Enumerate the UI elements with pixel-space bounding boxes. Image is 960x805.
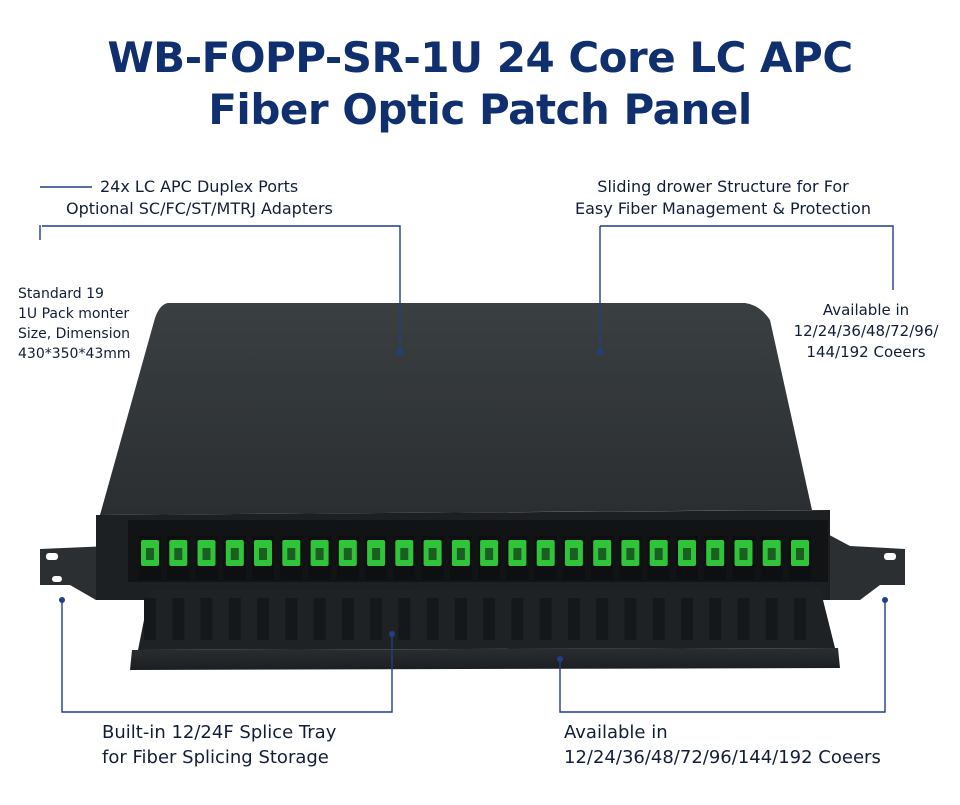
callout-available-bottom-line-2: 12/24/36/48/72/96/144/192 Coeers (564, 747, 881, 768)
callout-splice-line-2: for Fiber Splicing Storage (102, 747, 329, 768)
leader-dot-left (59, 597, 65, 603)
splice-tray-rib (144, 598, 156, 640)
adapter-port-hole (767, 548, 776, 560)
splice-tray-rib (228, 598, 241, 640)
top-cover (100, 303, 812, 515)
callout-drawer: Sliding drower Structure for For Easy Fi… (548, 176, 898, 220)
splice-tray-rib (737, 598, 750, 640)
splice-tray-front (130, 648, 840, 670)
callout-size-line-4: 430*350*43mm (18, 346, 131, 362)
callout-available-right-line-1: Available in (822, 301, 910, 319)
callout-ports: 24x LC APC Duplex Ports (100, 176, 298, 198)
adapter-port-hole (174, 548, 183, 560)
adapter-port-hole (485, 548, 494, 560)
splice-tray-rib (624, 598, 637, 640)
splice-tray-rib (511, 598, 524, 640)
splice-tray-rib (398, 598, 411, 640)
adapter-port-hole (541, 548, 550, 560)
adapter-port-hole (711, 548, 720, 560)
adapter-port-hole (626, 548, 635, 560)
adapter-port-hole (287, 548, 296, 560)
adapter-port-hole (428, 548, 437, 560)
adapter-port-hole (598, 548, 607, 560)
adapter-port-hole (259, 548, 267, 560)
splice-tray-rib (709, 598, 722, 640)
callout-ports-line-2: Optional SC/FC/ST/MTRJ Adapters (66, 199, 333, 218)
leader-dot-splice (389, 631, 395, 637)
leader-splice (61, 600, 393, 713)
adapter-port-hole (456, 548, 465, 560)
splice-tray-ribs (144, 598, 806, 640)
splice-tray-rib (567, 598, 580, 640)
splice-tray-rib (794, 598, 806, 640)
adapter-port-hole (739, 548, 748, 560)
splice-tray-rib (313, 598, 326, 640)
leader-ports (42, 225, 401, 350)
callout-available-bottom-line-1: Available in (564, 722, 668, 743)
adapter-port-hole (202, 548, 211, 560)
splice-tray-rib (370, 598, 383, 640)
callout-available-right-line-2: 12/24/36/48/72/96/ (793, 322, 939, 340)
callout-size: Standard 19 1U Pack monter Size, Dimensi… (18, 284, 131, 364)
callout-size-line-2: 1U Pack monter (18, 306, 130, 322)
callout-size-line-3: Size, Dimension (18, 326, 131, 342)
callout-size-line-1: Standard 19 (18, 286, 104, 302)
adapter-port-hole (230, 548, 239, 560)
splice-tray-rib (652, 598, 665, 640)
adapter-port-hole (796, 548, 804, 560)
left-ear-hole-bottom (52, 576, 62, 582)
callout-drawer-line-2: Easy Fiber Management & Protection (575, 199, 871, 218)
adapter-port-hole (683, 548, 691, 560)
leader-drawer (600, 225, 894, 290)
splice-tray-rib (681, 598, 693, 640)
page-title-line-1: WB-FOPP-SR-1U 24 Core LC APC (107, 33, 853, 82)
splice-tray-rib (285, 598, 298, 640)
callout-ports-adapters: Optional SC/FC/ST/MTRJ Adapters (66, 198, 333, 220)
adapter-row (139, 536, 811, 580)
right-ear-hole-top (884, 553, 896, 560)
splice-tray-rib (539, 598, 552, 640)
callout-drawer-line-1: Sliding drower Structure for For (597, 177, 849, 196)
leader-dot-bottom (557, 656, 563, 662)
adapter-port-hole (569, 548, 578, 560)
page-title-line-2: Fiber Optic Patch Panel (208, 85, 752, 134)
leader-dot-drawer (597, 349, 603, 355)
callout-available-bottom: Available in 12/24/36/48/72/96/144/192 C… (564, 720, 881, 770)
leader-dot-ports (397, 349, 403, 355)
splice-tray-rib (483, 598, 496, 640)
splice-tray-rib (341, 598, 354, 640)
splice-tray-rib (257, 598, 269, 640)
splice-tray-rib (454, 598, 467, 640)
callout-available-right: Available in 12/24/36/48/72/96/ 144/192 … (776, 300, 956, 363)
adapter-port-hole (343, 548, 352, 560)
leader-dot-right (882, 597, 888, 603)
splice-tray-rib (426, 598, 439, 640)
adapter-port-hole (146, 548, 154, 560)
splice-tray-rib (765, 598, 778, 640)
callout-splice-line-1: Built-in 12/24F Splice Tray (102, 722, 337, 743)
right-mounting-ear (820, 530, 905, 600)
splice-tray-rib (172, 598, 185, 640)
adapter-port-hole (315, 548, 324, 560)
adapter-port-hole (372, 548, 381, 560)
callout-ports-line-1: 24x LC APC Duplex Ports (100, 177, 299, 196)
callout-splice: Built-in 12/24F Splice Tray for Fiber Sp… (102, 720, 336, 770)
splice-tray-rib (200, 598, 213, 640)
adapter-port-hole (400, 548, 409, 560)
adapter-port-hole (654, 548, 663, 560)
callout-available-right-line-3: 144/192 Coeers (806, 343, 926, 361)
splice-tray-rib (596, 598, 609, 640)
left-ear-hole-top (46, 553, 58, 560)
leader-available-bottom (559, 600, 886, 713)
adapter-port-hole (513, 548, 522, 560)
